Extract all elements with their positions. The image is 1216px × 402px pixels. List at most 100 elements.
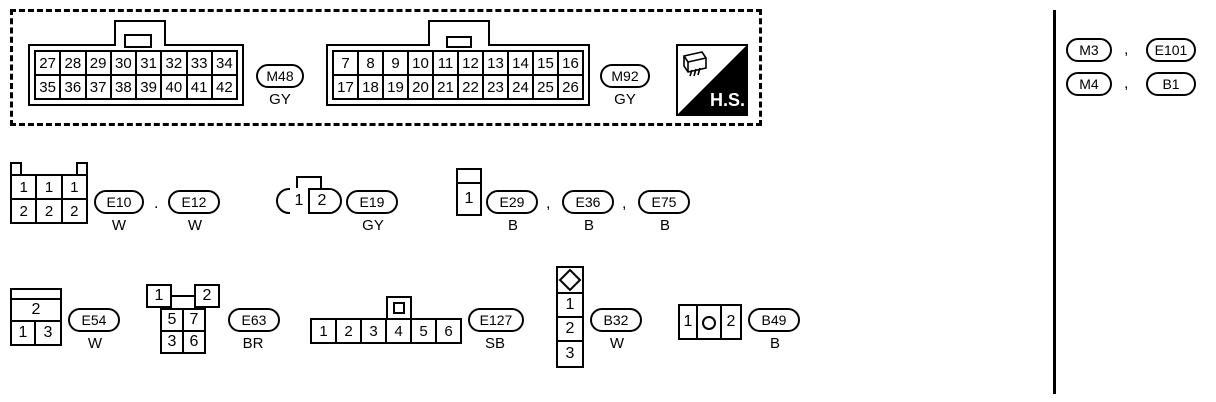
m48-pin: 30 <box>111 52 135 74</box>
m48-pin: 34 <box>212 52 236 74</box>
m92-pin: 11 <box>434 52 457 74</box>
b32-pin: 2 <box>556 316 584 342</box>
m92-pin: 13 <box>484 52 507 74</box>
separator: . <box>154 195 159 212</box>
m48-pin: 37 <box>86 76 110 98</box>
e63-pin: 2 <box>194 284 220 308</box>
harness-side-icon: H.S. <box>676 44 748 116</box>
b49-lock-icon <box>702 316 716 330</box>
m48-pin: 33 <box>187 52 211 74</box>
m92-connector-lock-inner <box>446 36 472 48</box>
e54-wire-color: W <box>87 335 103 352</box>
e127-pin: 4 <box>387 320 410 342</box>
e10-pin: 2 <box>62 200 86 222</box>
m48-pin: 40 <box>162 76 186 98</box>
e12-wire-color: W <box>187 217 203 234</box>
e19-pin: 1 <box>290 188 310 214</box>
m48-connector-lock <box>114 20 166 46</box>
b49-wire-color: B <box>769 335 780 352</box>
m92-pin-grid: 7 8 9 10 11 12 13 14 15 16 17 18 19 20 2… <box>332 50 584 100</box>
e29-connector-label: E29 <box>486 190 538 214</box>
m92-pin: 23 <box>484 76 507 98</box>
b49-connector-label: B49 <box>748 308 800 332</box>
m92-pin: 20 <box>409 76 432 98</box>
b1-connector-label: B1 <box>1146 72 1196 96</box>
m92-pin: 8 <box>359 52 382 74</box>
m48-pin: 38 <box>111 76 135 98</box>
m48-pin: 41 <box>187 76 211 98</box>
m92-pin: 26 <box>559 76 582 98</box>
e127-pin: 5 <box>412 320 435 342</box>
m92-pin: 21 <box>434 76 457 98</box>
e127-pin: 6 <box>437 320 460 342</box>
separator: , <box>1124 41 1129 58</box>
e63-connector-label: E63 <box>228 308 280 332</box>
m48-pin: 31 <box>137 52 161 74</box>
e10-pin-grid: 1 1 1 2 2 2 <box>10 174 88 224</box>
e54-pin: 2 <box>10 298 62 322</box>
e10-pin: 1 <box>62 176 86 198</box>
m92-connector-label: M92 <box>600 64 650 88</box>
m48-pin: 36 <box>61 76 85 98</box>
e54-connector-label: E54 <box>68 308 120 332</box>
b49-pin: 2 <box>720 304 742 340</box>
m48-pin: 39 <box>137 76 161 98</box>
e29-pin: 1 <box>456 182 482 216</box>
e10-wire-color: W <box>111 217 127 234</box>
separator: , <box>546 195 551 212</box>
e75-connector-label: E75 <box>638 190 690 214</box>
hs-label: H.S. <box>710 90 745 110</box>
m92-pin: 17 <box>334 76 357 98</box>
m92-pin: 10 <box>409 52 432 74</box>
m48-pin: 27 <box>36 52 60 74</box>
e54-pin: 1 <box>10 320 36 346</box>
m92-pin: 12 <box>459 52 482 74</box>
separator: , <box>622 195 627 212</box>
m48-pin-grid: 27 28 29 30 31 32 33 34 35 36 37 38 39 4… <box>34 50 238 100</box>
e63-pin: 3 <box>160 330 184 354</box>
m48-pin: 29 <box>86 52 110 74</box>
m92-pin: 16 <box>559 52 582 74</box>
e36-wire-color: B <box>583 217 594 234</box>
m4-connector-label: M4 <box>1066 72 1112 96</box>
e127-pin: 1 <box>312 320 335 342</box>
m92-pin: 25 <box>534 76 557 98</box>
m48-pin: 28 <box>61 52 85 74</box>
m92-pin: 22 <box>459 76 482 98</box>
e36-connector-label: E36 <box>562 190 614 214</box>
e12-connector-label: E12 <box>168 190 220 214</box>
e101-connector-label: E101 <box>1146 38 1196 62</box>
b32-lock-icon <box>556 266 584 294</box>
separator: , <box>1124 75 1129 92</box>
harness-connector-group-frame <box>10 9 762 126</box>
m92-wire-color: GY <box>614 91 636 108</box>
b32-wire-color: W <box>609 335 625 352</box>
m92-pin: 18 <box>359 76 382 98</box>
e10-pin: 2 <box>12 200 36 222</box>
m48-pin: 42 <box>212 76 236 98</box>
m48-connector-label: M48 <box>256 64 304 88</box>
e63-pin: 5 <box>160 308 184 332</box>
e127-pin: 3 <box>362 320 385 342</box>
m92-pin: 7 <box>334 52 357 74</box>
e127-lock-inner <box>393 302 405 314</box>
b32-connector-label: B32 <box>590 308 642 332</box>
e19-pin: 2 <box>312 190 332 212</box>
e29-wire-color: B <box>507 217 518 234</box>
e75-wire-color: B <box>659 217 670 234</box>
b32-pin: 3 <box>556 340 584 368</box>
e19-connector-label: E19 <box>346 190 398 214</box>
m48-pin: 32 <box>162 52 186 74</box>
e63-pin: 6 <box>182 330 206 354</box>
e10-connector-label: E10 <box>94 190 144 214</box>
m48-pin: 35 <box>36 76 60 98</box>
e10-pin: 1 <box>37 176 61 198</box>
e63-link-line <box>172 295 194 297</box>
e127-wire-color: SB <box>484 335 505 352</box>
e127-pin: 2 <box>337 320 360 342</box>
m3-connector-label: M3 <box>1066 38 1112 62</box>
e127-pin-grid: 1 2 3 4 5 6 <box>310 318 462 344</box>
m48-wire-color: GY <box>269 91 291 108</box>
m92-pin: 15 <box>534 52 557 74</box>
e63-wire-color: BR <box>242 335 264 352</box>
